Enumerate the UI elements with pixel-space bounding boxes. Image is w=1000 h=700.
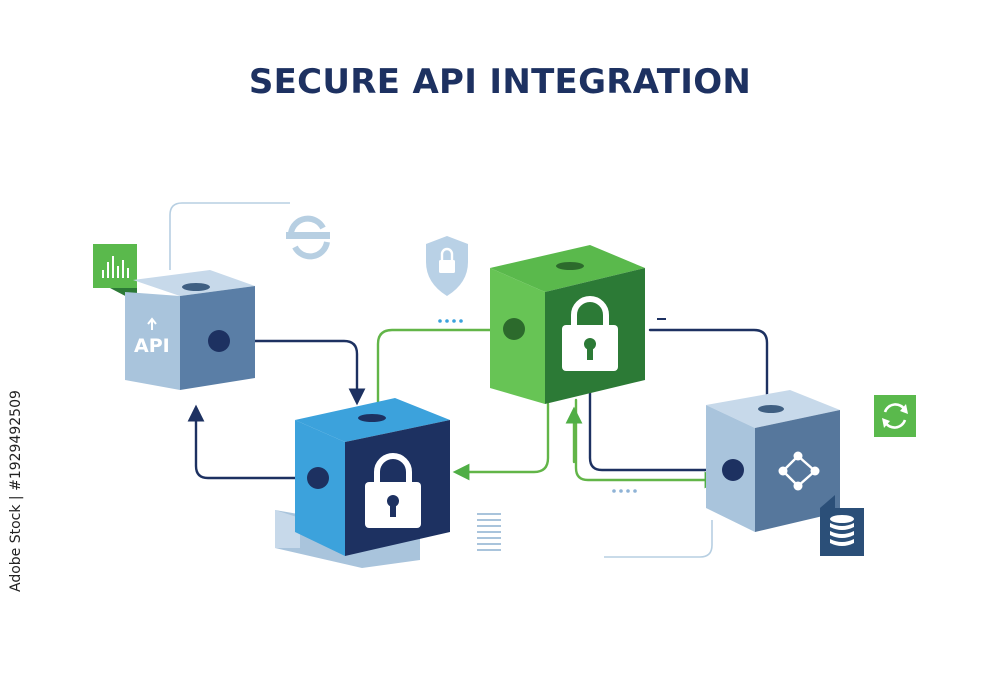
api-cube-label: API bbox=[134, 335, 170, 357]
api-cube bbox=[125, 270, 255, 390]
database-icon bbox=[820, 495, 864, 556]
connectors bbox=[196, 330, 767, 480]
sync-circle-icon bbox=[286, 219, 330, 257]
connector-green-to-blue-side bbox=[456, 404, 548, 472]
connector-green-to-gray-green bbox=[576, 400, 718, 480]
refresh-icon bbox=[874, 395, 916, 437]
blue-secure-cube bbox=[275, 398, 450, 568]
network-cube bbox=[706, 390, 840, 532]
green-secure-cube bbox=[490, 245, 645, 404]
shield-lock-icon bbox=[426, 236, 468, 296]
document-lines-icon bbox=[477, 514, 501, 550]
